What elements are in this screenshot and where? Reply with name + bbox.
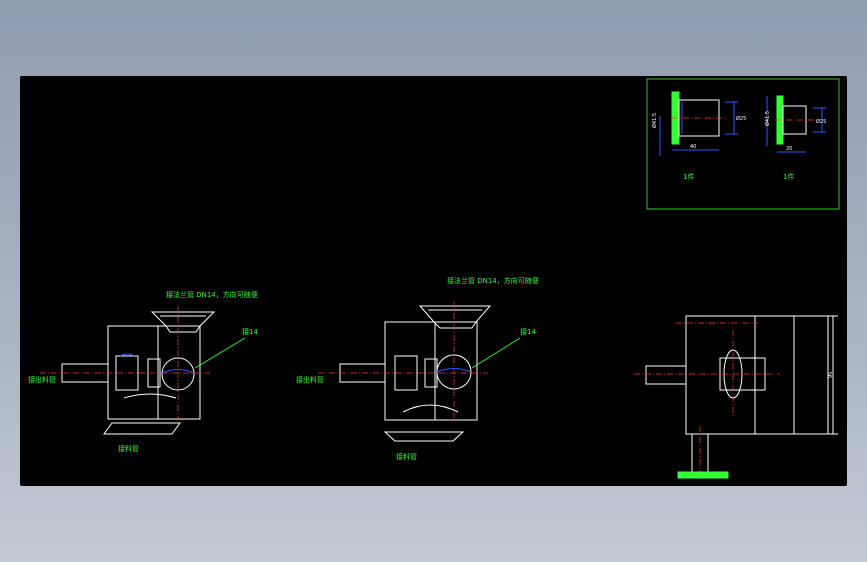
view3-flange <box>677 471 729 479</box>
view3-outlet-pipe <box>645 365 687 385</box>
view1-ball-arc <box>161 369 195 374</box>
view1-bottom-curve <box>123 393 177 399</box>
view-2: 接法兰管 DN14，方向可随便 接14 接出料管 接料管 <box>296 276 539 461</box>
view3-valve-block <box>719 357 766 391</box>
detail-border <box>646 78 840 210</box>
detail-panel: Ø41.5 Ø25 40 1件 Ø41.5 Ø25 20 1 <box>646 78 840 210</box>
view1-ball <box>161 357 195 391</box>
part2-dim-right1: Ø25 <box>816 118 826 125</box>
view2-top-funnel <box>418 305 492 329</box>
view-1: 接法兰管 DN14，方向可随便 接14 接出料管 接料管 <box>28 290 258 453</box>
view1-valve-curve <box>119 353 135 357</box>
view2-valve-seat <box>394 355 418 391</box>
view1-valve-stem <box>147 358 161 388</box>
view1-bottom-funnel <box>103 422 181 435</box>
view2-ball-arc <box>436 368 472 373</box>
view2-bottom-funnel <box>383 431 465 442</box>
view1-bottom-label: 接料管 <box>118 444 139 453</box>
view1-valve-seat <box>115 355 139 391</box>
part1-qty: 1件 <box>683 172 694 181</box>
view2-side-label: 接出料管 <box>296 375 324 384</box>
view1-top-funnel <box>150 311 216 333</box>
view3-height-dim: 95 <box>828 372 834 378</box>
part1-dim-bottom: 40 <box>690 144 696 150</box>
view1-body <box>107 325 201 420</box>
detail-part-1: Ø41.5 Ø25 40 1件 <box>651 91 746 181</box>
view1-side-label: 接出料管 <box>28 375 56 384</box>
detail-part-2: Ø41.5 Ø25 20 1件 <box>764 95 826 181</box>
view-3: 95 <box>634 315 838 481</box>
view2-leader <box>471 337 521 369</box>
view2-bottom-curve <box>402 404 459 413</box>
view1-pipe-label: 接14 <box>242 327 258 336</box>
part1-dim-right1: Ø25 <box>736 115 746 122</box>
view2-pipe-label: 接14 <box>520 327 536 336</box>
part2-qty: 1件 <box>783 172 794 181</box>
view1-top-note: 接法兰管 DN14，方向可随便 <box>166 290 258 299</box>
view2-top-note: 接法兰管 DN14，方向可随便 <box>447 276 539 285</box>
view3-body <box>685 315 829 435</box>
part1-dim-left: Ø41.5 <box>651 113 658 128</box>
view2-bottom-label: 接料管 <box>396 452 417 461</box>
drawing-canvas[interactable]: Ø41.5 Ø25 40 1件 Ø41.5 Ø25 20 1 <box>20 76 847 486</box>
view1-leader <box>194 337 246 369</box>
part2-dim-bottom: 20 <box>786 146 792 152</box>
cad-drawing: Ø41.5 Ø25 40 1件 Ø41.5 Ø25 20 1 <box>28 78 840 481</box>
part2-dim-left: Ø41.5 <box>764 111 771 126</box>
